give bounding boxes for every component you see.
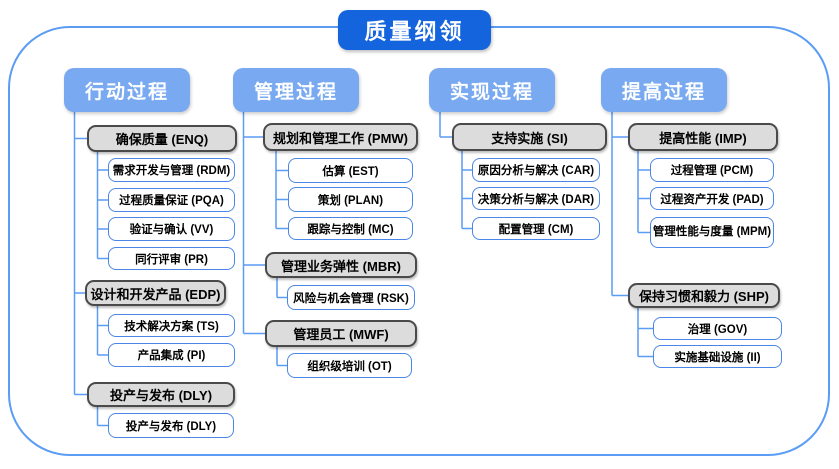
node-box-dar: 决策分析与解决 (DAR) [472, 187, 600, 210]
group-box-dly: 投产与发布 (DLY) [87, 382, 235, 407]
group-box-pmw: 规划和管理工作 (PMW) [263, 123, 418, 151]
node-box-mpm: 管理性能与度量 (MPM) [650, 217, 774, 248]
node-box-dly-child: 投产与发布 (DLY) [108, 413, 234, 438]
group-box-shp: 保持习惯和毅力 (SHP) [628, 283, 780, 308]
node-box-gov: 治理 (GOV) [653, 317, 782, 340]
node-box-pad: 过程资产开发 (PAD) [650, 187, 774, 210]
node-box-pcm: 过程管理 (PCM) [650, 158, 774, 182]
node-box-ts: 技术解决方案 (TS) [108, 314, 235, 337]
group-box-si: 支持实施 (SI) [452, 123, 607, 151]
column-header-improvement: 提高过程 [601, 68, 727, 112]
group-box-imp: 提高性能 (IMP) [628, 123, 778, 151]
node-box-pi: 产品集成 (PI) [108, 343, 235, 367]
node-box-vv: 验证与确认 (VV) [108, 217, 235, 241]
column-header-management: 管理过程 [233, 68, 359, 112]
group-box-mbr: 管理业务弹性 (MBR) [265, 252, 417, 278]
column-header-action: 行动过程 [64, 68, 190, 112]
node-box-rdm: 需求开发与管理 (RDM) [108, 158, 235, 182]
column-header-realization: 实现过程 [429, 68, 555, 112]
diagram-title: 质量纲领 [338, 10, 491, 50]
node-box-mc: 跟踪与控制 (MC) [288, 217, 413, 240]
node-box-rsk: 风险与机会管理 (RSK) [287, 285, 415, 310]
node-box-ot: 组织级培训 (OT) [287, 353, 412, 378]
node-box-est: 估算 (EST) [288, 158, 413, 183]
node-box-pr: 同行评审 (PR) [108, 247, 235, 270]
group-box-edp: 设计和开发产品 (EDP) [85, 280, 226, 306]
node-box-pqa: 过程质量保证 (PQA) [108, 188, 235, 212]
group-box-mwf: 管理员工 (MWF) [265, 320, 417, 347]
node-box-cm: 配置管理 (CM) [472, 217, 600, 240]
node-box-ii: 实施基础设施 (II) [653, 345, 782, 368]
group-box-enq: 确保质量 (ENQ) [87, 125, 237, 152]
node-box-car: 原因分析与解决 (CAR) [472, 158, 600, 182]
node-box-plan: 策划 (PLAN) [288, 187, 413, 212]
